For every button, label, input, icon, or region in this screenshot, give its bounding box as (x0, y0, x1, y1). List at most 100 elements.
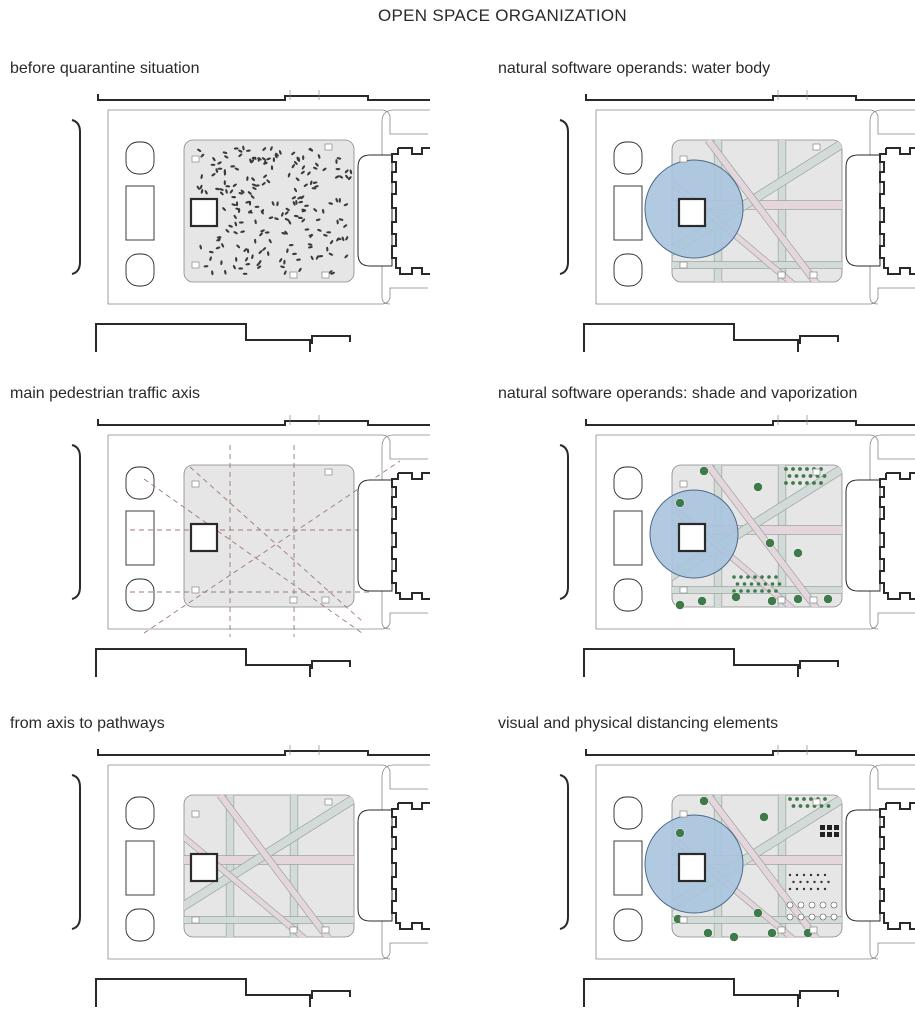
person-mark (235, 201, 239, 207)
person-mark (281, 212, 284, 217)
tree (767, 928, 777, 938)
person-mark (296, 258, 301, 261)
person-mark (278, 150, 282, 155)
site-boundary-bottom (95, 648, 311, 677)
marker-square (679, 261, 688, 269)
person-mark (303, 183, 308, 187)
distancing-block (834, 825, 839, 830)
person-mark (251, 177, 255, 182)
person-mark (344, 254, 349, 259)
person-mark (284, 230, 288, 235)
vaporization-dot (760, 575, 764, 579)
person-mark (233, 214, 237, 220)
vaporization-dot (749, 582, 754, 586)
person-mark (238, 221, 244, 224)
person-mark (245, 263, 251, 266)
vaporization-dot (822, 474, 827, 478)
building-outline (869, 109, 915, 305)
person-mark (215, 246, 221, 250)
person-mark (287, 172, 291, 178)
person-mark (204, 190, 208, 195)
entrance-notch (845, 479, 881, 592)
person-mark (323, 234, 328, 237)
monument-square (677, 852, 707, 883)
tree (675, 600, 685, 610)
site-boundary-left (559, 119, 569, 275)
vaporization-dot (802, 797, 806, 801)
person-mark (221, 243, 225, 248)
person-mark (322, 208, 325, 214)
vaporization-dot (805, 467, 809, 471)
tree (699, 796, 709, 806)
person-mark (345, 174, 349, 179)
distancing-dot (816, 873, 820, 877)
person-mark (349, 169, 353, 175)
planter-block (613, 141, 643, 175)
panel-before-quarantine: before quarantine situation (10, 60, 430, 360)
person-mark (328, 252, 334, 256)
planter-block (613, 253, 643, 287)
site-plan-people (71, 90, 430, 352)
person-mark (301, 208, 307, 212)
person-mark (291, 196, 297, 200)
person-mark (328, 270, 333, 274)
person-mark (318, 255, 324, 258)
planter-block (613, 185, 643, 241)
entrance-notch (845, 809, 881, 922)
person-mark (345, 236, 349, 241)
person-mark (200, 153, 205, 158)
entrance-notch (357, 809, 393, 922)
marker-square (191, 261, 200, 269)
plaza-area (183, 464, 355, 608)
person-mark (230, 165, 236, 168)
person-mark (293, 161, 298, 165)
distancing-dot (813, 880, 816, 884)
person-mark (336, 157, 342, 160)
vaporization-dot (760, 589, 764, 593)
person-mark (240, 189, 245, 194)
tree (675, 498, 685, 508)
person-mark (261, 182, 266, 186)
person-mark (232, 264, 236, 270)
person-mark (246, 176, 249, 181)
panel-shade-vaporization: natural software operands: shade and vap… (498, 385, 915, 685)
person-mark (326, 246, 329, 252)
person-mark (270, 146, 273, 151)
distancing-dot (788, 887, 792, 891)
site-outline (595, 109, 915, 305)
person-mark (225, 229, 230, 233)
person-mark (322, 167, 327, 172)
marker-square (321, 271, 330, 279)
vaporization-dot (746, 589, 750, 593)
person-mark (274, 217, 279, 221)
tree (793, 548, 803, 558)
site-boundary-left (71, 774, 81, 930)
site-plan-water (559, 90, 915, 352)
marker-square (809, 271, 818, 279)
tree (823, 594, 833, 604)
person-mark (291, 163, 295, 169)
person-mark (298, 216, 303, 220)
planter-block (613, 510, 643, 566)
person-mark (283, 270, 287, 275)
vaporization-dot (774, 589, 778, 593)
person-mark (216, 236, 222, 239)
monument-square (677, 197, 707, 228)
vaporization-dot (805, 804, 810, 808)
site-boundary-top (97, 419, 430, 426)
panel-distancing-elements: visual and physical distancing elements (498, 715, 915, 1015)
person-mark (235, 257, 238, 262)
tree (753, 908, 763, 918)
building-facade-top (886, 802, 915, 810)
person-mark (215, 187, 220, 191)
person-mark (215, 168, 219, 173)
person-mark (338, 198, 341, 203)
person-mark (245, 200, 251, 204)
distancing-dot (792, 880, 795, 884)
vaporization-dot (795, 797, 799, 801)
person-mark (279, 258, 283, 263)
distancing-dot (809, 887, 813, 891)
vaporization-dot (791, 467, 795, 471)
person-mark (276, 201, 279, 207)
person-mark (291, 151, 296, 156)
